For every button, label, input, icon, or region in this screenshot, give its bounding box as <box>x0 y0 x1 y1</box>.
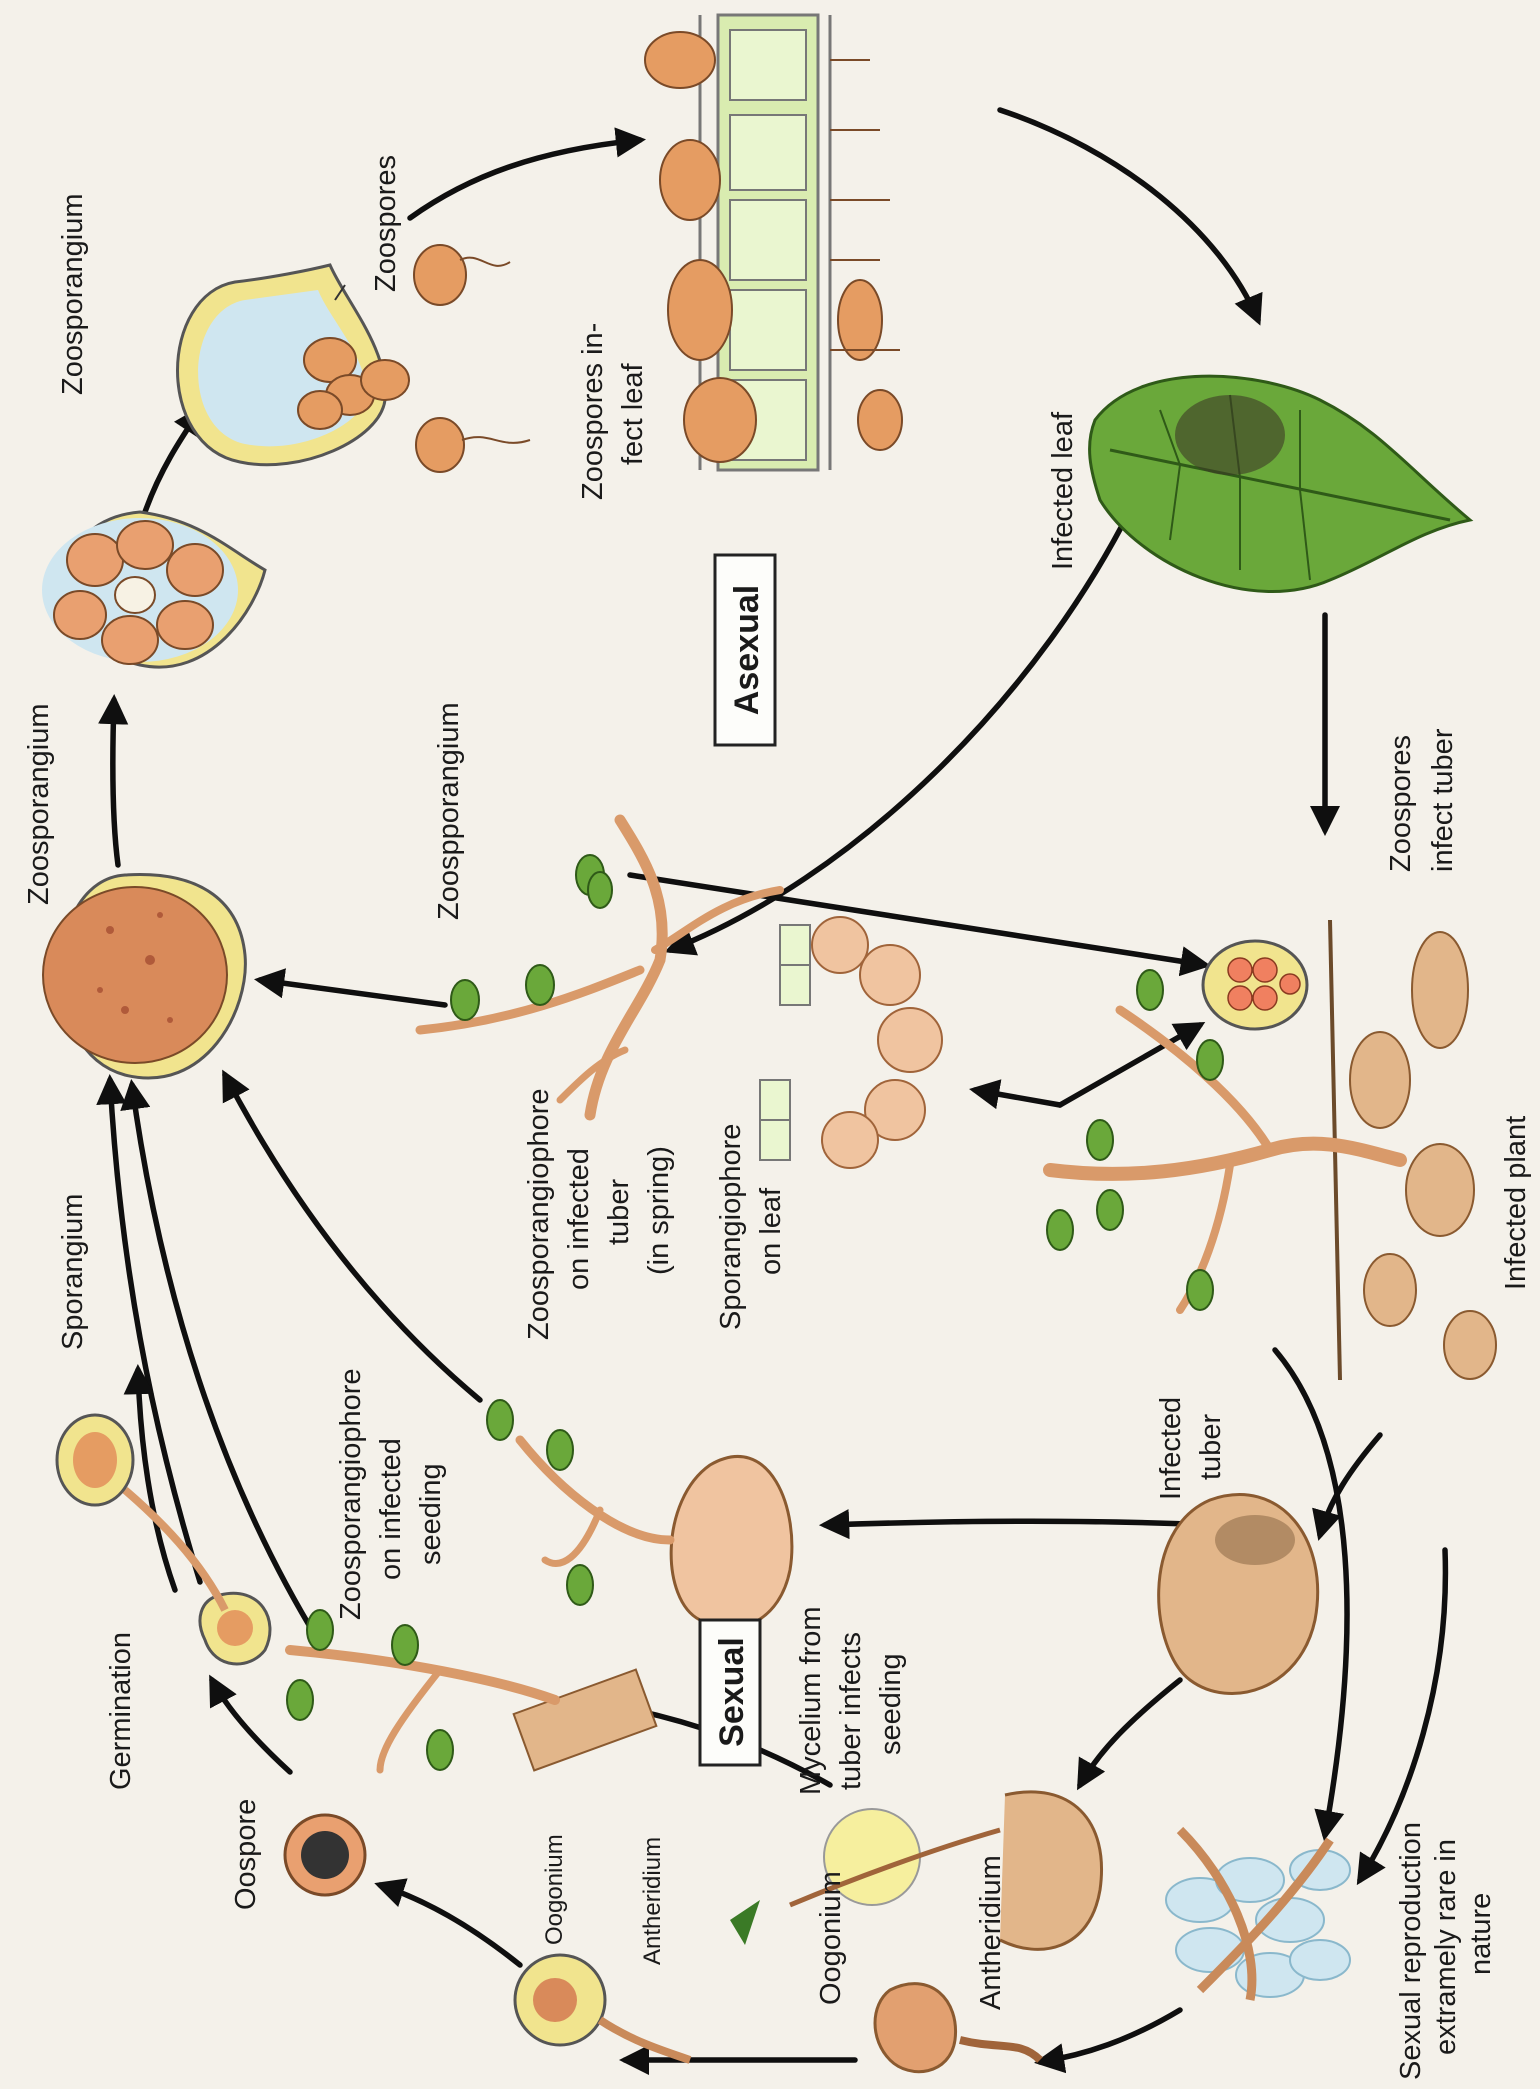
arrow-plant-to-zoosporangium <box>1057 1021 1206 1108</box>
zoosporangium-small <box>1201 939 1309 1031</box>
label-sexual-rare-3: nature <box>1465 1893 1497 1975</box>
label-zoosporangiophore-seeding-1: Zoosporangiophore <box>335 1368 367 1620</box>
zoospores-cluster <box>297 244 531 473</box>
arrow-seeding-to-zoosporangium <box>120 1079 321 1643</box>
oospore-illustration <box>283 1813 367 1897</box>
arrow-germination-to-sporangium <box>123 1363 178 1593</box>
label-sporangiophore-leaf-1: Sporangiophore <box>715 1124 747 1330</box>
label-zoospores-infect-leaf-2: fect leaf <box>617 363 649 465</box>
label-infected-tuber-1: Infected <box>1155 1397 1187 1500</box>
label-oogonium-upper: Oogonium <box>541 1834 568 1945</box>
label-zoospores-infect-tuber-1: Zoospores <box>1385 735 1417 872</box>
asexual-label: Asexual <box>728 585 766 715</box>
label-sporangium: Sporangium <box>57 1194 89 1350</box>
zoospore-cells <box>53 520 224 665</box>
label-antheridium-upper: Antheridium <box>639 1837 666 1965</box>
label-sexual-rare-2: extramely rare in <box>1430 1839 1462 2055</box>
sexual-label: Sexual <box>713 1637 751 1747</box>
label-zoosporangium-upper: Zoosporangium <box>23 704 55 906</box>
arrow-leaf-cells-to-infected-leaf <box>997 107 1263 326</box>
label-zoosporangiophore-tuber-3: tuber <box>603 1179 635 1245</box>
arrow-zoospores-to-leaf-cells <box>407 127 647 221</box>
label-germination: Germination <box>105 1632 137 1790</box>
label-mycelium-1: Mycelium from <box>795 1606 827 1795</box>
infected-plant-illustration <box>1043 919 1497 1381</box>
arrow-hyphae-to-oogonium <box>1034 2007 1183 2074</box>
cycle-arrows <box>96 107 1449 2076</box>
arrow-infected-leaf-to-sporangiophore <box>664 487 1143 956</box>
arrow-plant-to-sexual-hyphae <box>1272 1347 1350 1841</box>
zoosporangium-releasing-zoospores <box>176 244 531 473</box>
arrow-big-to-upper-zoosporangium <box>98 693 129 868</box>
label-zoosporangiophore-tuber-2: on infected <box>563 1148 595 1290</box>
label-infected-tuber-2: tuber <box>1195 1414 1227 1480</box>
arrow-oospore-to-germination <box>209 1674 293 1775</box>
sexual-hyphae-cells <box>1165 1826 1351 2001</box>
sporangiophore-on-leaf <box>759 916 943 1169</box>
label-mycelium-2: tuber infects <box>835 1632 867 1790</box>
label-zoosporangiophore-tuber-1: Zoosporangiophore <box>523 1088 555 1340</box>
label-zoospores-infect-leaf-1: Zoospores in- <box>577 323 609 500</box>
cleaved-zoosporangium <box>42 510 267 669</box>
zoosporangiophore-on-seeding <box>486 1399 794 1630</box>
label-zoospores: Zoospores <box>370 155 402 292</box>
label-infected-leaf: Infected leaf <box>1047 411 1079 570</box>
label-zoospporangium: Zoospporangium <box>433 702 465 920</box>
seeding-zoosporangiophore <box>285 1609 658 1774</box>
arrow-tuber-to-seeding-sporangiophore <box>818 1509 1213 1540</box>
asexual-box: Asexual <box>713 553 777 747</box>
mycelium-infected-seeding <box>730 1790 1103 1951</box>
large-zoosporangium <box>42 873 247 1080</box>
label-zoosporangiophore-seeding-2: on infected <box>375 1438 407 1580</box>
arrow-seeding-sporangiophore-to-zoosporangium <box>222 1069 483 1403</box>
label-oogonium-lower: Oogonium <box>815 1871 847 2005</box>
sexual-box: Sexual <box>698 1618 762 1767</box>
oogonium-antheridium-upper <box>513 1953 692 2064</box>
arrow-oogonium-to-oospore <box>374 1878 523 1968</box>
label-sporangiophore-leaf-2: on leaf <box>755 1187 787 1275</box>
diagram-labels: Zoosporangium Zoospores Zoospores in- fe… <box>23 155 1532 2080</box>
label-antheridium-lower: Antheridium <box>975 1855 1007 2010</box>
oogonium-antheridium-lower <box>873 1982 1043 2074</box>
label-zoosporangiophore-seeding-3: seeding <box>415 1463 447 1565</box>
infected-tuber-illustration <box>1157 1493 1320 1695</box>
arrow-plant-to-infected-tuber <box>1312 1432 1383 1541</box>
label-infected-plant: Infected plant <box>1500 1116 1532 1290</box>
label-sexual-rare-1: Sexual reproduction <box>1395 1822 1427 2080</box>
arrow-germination-to-zoosporangium <box>96 1073 203 1585</box>
germinating-oospore-sporangium <box>55 1413 272 1666</box>
leaf-cell-layer-infected <box>644 13 903 472</box>
arrow-plant-to-sporangiophore <box>969 1079 1063 1110</box>
arrow-sporangiophore-to-plant <box>627 872 1211 977</box>
arrow-right-long-to-hyphae <box>1356 1547 1449 1886</box>
label-zoosporangium-top: Zoosporangium <box>57 194 89 396</box>
zoosporangiophore-on-tuber <box>415 814 784 1121</box>
label-zoospores-infect-tuber-2: infect tuber <box>1427 728 1459 872</box>
label-zoosporangiophore-tuber-4: (in spring) <box>643 1146 675 1275</box>
infected-leaf-illustration <box>1088 374 1474 593</box>
label-oospore: Oospore <box>230 1799 262 1910</box>
arrow-sporangiophore-to-big-zoosporangium <box>254 968 448 1008</box>
arrow-tuber-to-mycelium <box>1076 1677 1183 1791</box>
label-mycelium-3: seeding <box>875 1653 907 1755</box>
